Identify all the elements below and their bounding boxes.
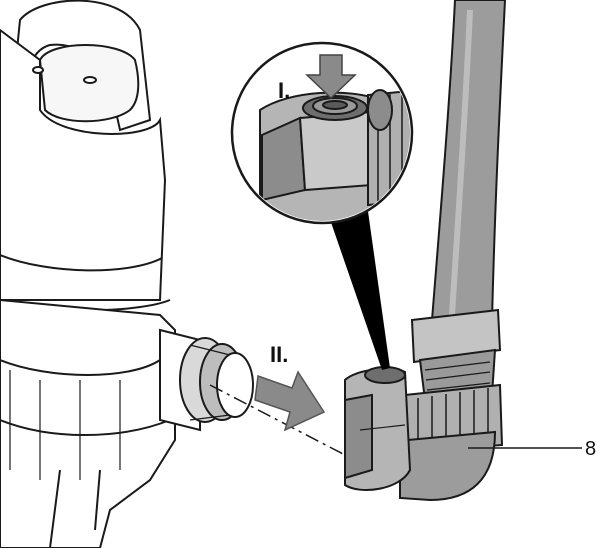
hose — [430, 0, 507, 321]
elbow-connector — [344, 366, 497, 502]
right-arrow-icon — [254, 370, 326, 432]
step-two-label: II. — [270, 342, 288, 367]
down-arrow-icon — [305, 54, 357, 100]
part-number-label: 8 — [585, 438, 596, 460]
step-one-label: I. — [278, 78, 290, 103]
zoom-cone — [325, 190, 390, 370]
detail-magnifier: I. — [230, 41, 414, 225]
pump-body — [0, 0, 176, 548]
hose-coupling — [403, 308, 504, 454]
pump-outlet-thread — [159, 328, 254, 432]
